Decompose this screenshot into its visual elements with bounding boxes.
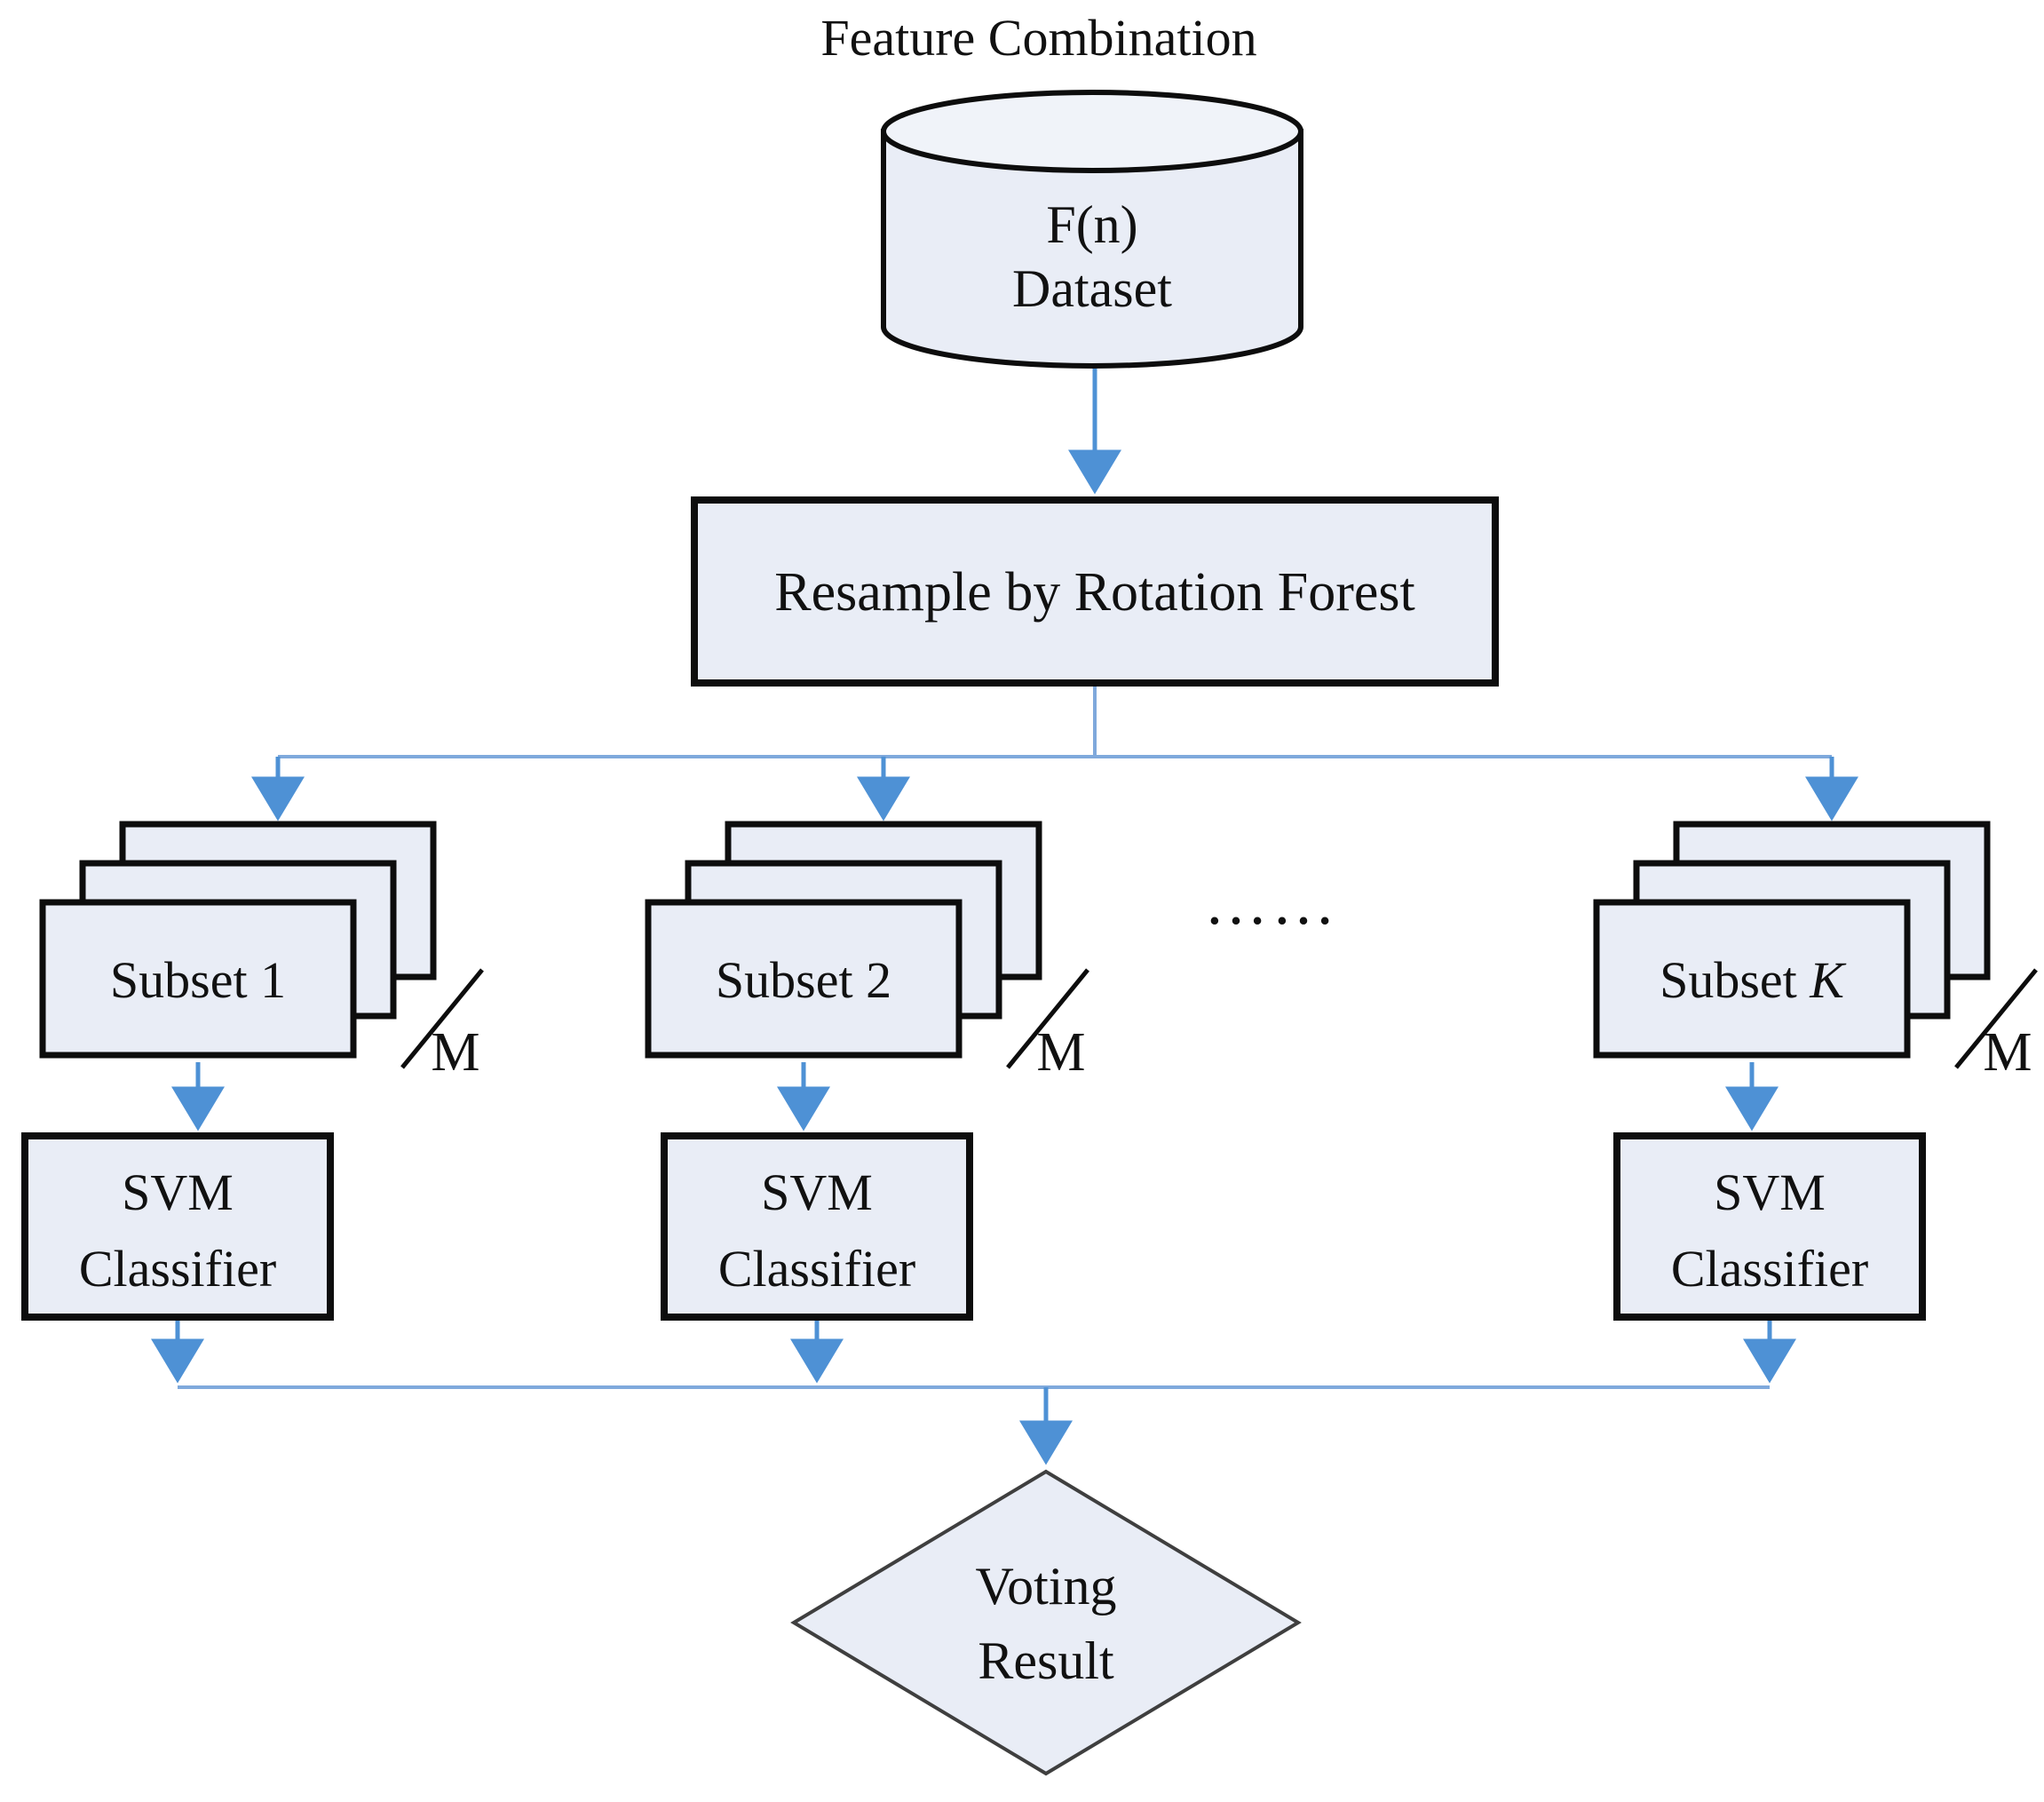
figure-title: Feature Combination	[820, 9, 1256, 67]
svm2-box: SVM Classifier	[661, 1132, 973, 1321]
svmK-box: SVM Classifier	[1613, 1132, 1926, 1321]
subset1-index: 1	[248, 951, 287, 1009]
subsetK-multiplicity-label: M	[1983, 1022, 2032, 1083]
subset2-word: Subset	[716, 951, 853, 1009]
voting-label-line1: Voting	[976, 1557, 1117, 1615]
resample-rect	[691, 496, 1499, 687]
svm1-label-line1: SVM	[122, 1163, 234, 1221]
svm1-label-line2: Classifier	[79, 1240, 276, 1298]
subset1-stack: Subset 1 M	[39, 821, 484, 1083]
voting-diamond-shape	[790, 1469, 1302, 1776]
dataset-label-line1: F(n)	[1046, 195, 1137, 254]
svmK-rect	[1613, 1132, 1926, 1321]
subset2-stack: Subset 2 M	[645, 821, 1089, 1083]
subset1-multiplicity-slash	[400, 968, 484, 1069]
subset2-label: Subset 2	[716, 951, 891, 1009]
resample-box: Resample by Rotation Forest	[691, 496, 1499, 687]
subset2-index: 2	[853, 951, 892, 1009]
cylinder-body	[881, 129, 1303, 369]
subset1-word: Subset	[110, 951, 248, 1009]
subsetK-card-front	[1593, 899, 1911, 1059]
voting-diamond: Voting Result	[790, 1469, 1302, 1776]
svm2-label-line1: SVM	[761, 1163, 873, 1221]
subset1-card-front	[39, 899, 357, 1059]
svm2-rect	[661, 1132, 973, 1321]
dataset-cylinder: F(n) Dataset	[881, 90, 1303, 369]
subsetK-index: K	[1797, 951, 1848, 1009]
cylinder-top	[881, 90, 1303, 173]
subset2-multiplicity-slash	[1006, 968, 1089, 1069]
svmK-label-line1: SVM	[1714, 1163, 1826, 1221]
subset2-card-front	[645, 899, 963, 1059]
subset2-multiplicity-label: M	[1036, 1022, 1085, 1083]
svm2-label-line2: Classifier	[718, 1240, 915, 1298]
dataset-label-line2: Dataset	[1012, 259, 1172, 318]
subsetK-label: Subset K	[1660, 951, 1847, 1009]
subsetK-stack: Subset K M	[1593, 821, 2038, 1083]
subset1-multiplicity-label: M	[431, 1022, 479, 1083]
voting-label-line2: Result	[978, 1631, 1114, 1690]
svm1-box: SVM Classifier	[21, 1132, 334, 1321]
svmK-label-line2: Classifier	[1671, 1240, 1868, 1298]
svm1-rect	[21, 1132, 334, 1321]
subsetK-multiplicity-slash	[1954, 968, 2038, 1069]
ellipsis-dots: ……	[1204, 867, 1339, 938]
resample-label: Resample by Rotation Forest	[774, 562, 1415, 623]
subsetK-word: Subset	[1660, 951, 1797, 1009]
subset1-label: Subset 1	[110, 951, 286, 1009]
